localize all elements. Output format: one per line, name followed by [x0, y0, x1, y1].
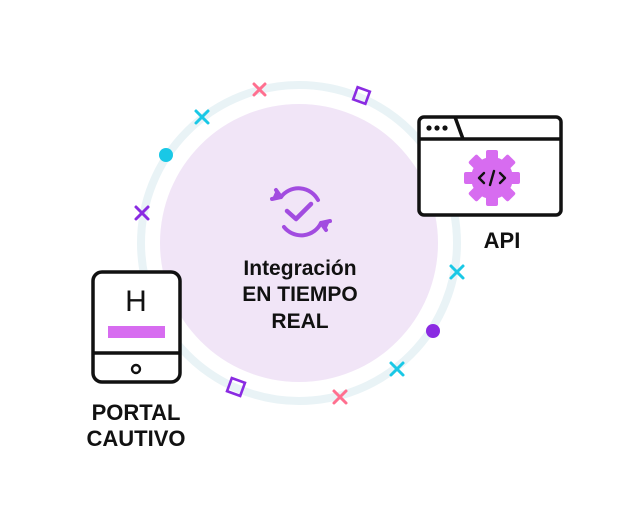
screen-bar — [108, 326, 165, 338]
cross-icon — [389, 361, 405, 377]
center-disc — [160, 104, 438, 382]
tablet-icon — [91, 270, 182, 384]
diamond-icon — [351, 85, 372, 106]
center-title-line-1: Integración — [243, 257, 357, 280]
dot-icon — [426, 324, 440, 338]
sync-check-icon — [270, 186, 332, 238]
portal-label-line-1: PORTAL — [91, 400, 181, 425]
cross-icon — [332, 389, 348, 405]
center-title-line-2: EN TIEMPO — [242, 283, 358, 307]
cross-icon — [449, 264, 465, 280]
orbit-ring — [137, 81, 461, 405]
diamond-icon — [225, 376, 247, 398]
portal-label-line-2: CAUTIVO — [86, 426, 186, 452]
cross-icon — [194, 109, 210, 125]
api-label: API — [483, 228, 521, 253]
dot-icon — [159, 148, 173, 162]
center-title: Integración EN TIEMPO REAL — [200, 256, 400, 335]
tablet-screen-letter: H — [125, 285, 147, 318]
code-icon — [477, 169, 507, 187]
portal-label: PORTAL CAUTIVO — [56, 400, 216, 453]
browser-gear-code-icon — [417, 115, 563, 217]
home-button-icon — [130, 363, 142, 375]
cross-icon — [134, 205, 150, 221]
cross-icon — [252, 82, 267, 97]
center-title-line-3: REAL — [271, 309, 329, 333]
